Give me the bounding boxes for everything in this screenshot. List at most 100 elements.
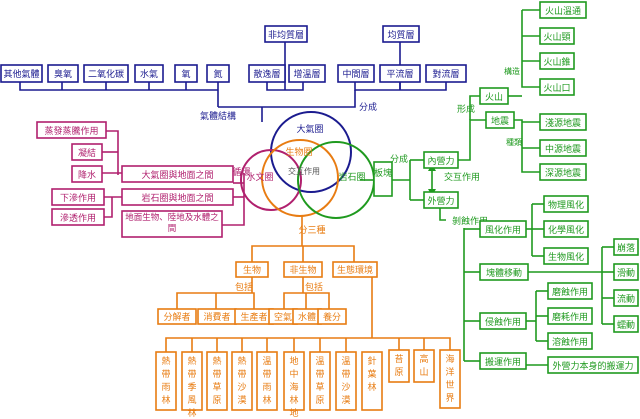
biome-box (361, 351, 383, 411)
connector (106, 130, 119, 175)
atmo-item-4: 氧 (181, 68, 190, 80)
erosion-act-type-box (547, 332, 593, 350)
biosphere-section: 生物 非生物 生態環境 包括 包括 分解者 消費者 生產者 空氣 水體 養分 熱… (155, 216, 461, 419)
divide-label: 分成 (359, 101, 377, 113)
connector (165, 337, 451, 352)
abiotic-water: 水體 (298, 311, 316, 323)
mass-movement-type-0: 崩落 (617, 242, 635, 254)
erosion-act-type-0: 磨蝕作用 (552, 286, 588, 298)
non-uniform-title: 非均質層 (268, 29, 304, 41)
layer-box (288, 64, 326, 83)
hydrosphere-label: 水文圈 (246, 171, 273, 183)
mass-movement-type-3: 蠕動 (617, 320, 635, 331)
earthquake-type-2: 深源地震 (545, 167, 581, 179)
formation-label: 形成 (457, 103, 475, 115)
biome-label: 溫帶草原 (315, 356, 324, 406)
layer-exosphere: 散逸層 (253, 68, 280, 80)
plate-label: 板塊 (374, 167, 392, 179)
mass-movement-box (479, 263, 529, 281)
atmo-item-1: 臭氧 (54, 68, 72, 80)
mass-movement-type-box (613, 289, 639, 307)
erosion-act-label: 侵蝕作用 (485, 316, 521, 328)
biome-label: 海洋世界 (445, 353, 454, 404)
process-precipitation: 降水 (78, 169, 96, 181)
includes-label-2: 包括 (305, 281, 323, 293)
earthquake-types-label: 種類 (506, 137, 522, 147)
atmo-item-box (174, 64, 198, 83)
biosphere-circle (261, 139, 339, 217)
weathering-type-0: 物理風化 (548, 199, 584, 211)
process-infiltration: 下滲作用 (60, 192, 96, 204)
biome-box (413, 349, 435, 383)
biome-box (283, 351, 305, 411)
erosion-act-type-box (547, 307, 593, 325)
interaction-label: 交互作用 (444, 171, 480, 183)
weathering-type-box (543, 220, 589, 238)
transport-box (479, 352, 527, 370)
connector (458, 119, 486, 161)
layer-stratosphere: 平流層 (386, 68, 413, 80)
lithosphere-section: 板塊 分成 內營力 交互作用 外營力 形成 火山 構造 火山溫通 火山頸 火山錐… (360, 1, 639, 374)
layer-mesosphere: 中間層 (342, 68, 369, 80)
erosion-act-type-1: 磨耗作用 (552, 311, 588, 323)
atmo-item-5: 氮 (213, 68, 222, 80)
venn-center-label: 交互作用 (288, 166, 320, 176)
biome-label: 高山 (419, 353, 428, 378)
layer-box (337, 64, 375, 83)
volcano-part-1: 火山頸 (543, 32, 570, 43)
atmosphere-label: 大氣圈 (296, 123, 323, 135)
earthquake-label: 地震 (491, 115, 509, 127)
category-abiotic: 非生物 (289, 264, 316, 276)
biome-box (335, 351, 357, 411)
layer-box (248, 64, 286, 83)
layer-thermosphere: 增溫層 (293, 68, 320, 80)
layer-box (379, 64, 421, 83)
layer-troposphere: 對流層 (432, 68, 459, 80)
atmo-item-box (0, 64, 43, 83)
connector (514, 119, 540, 173)
layer-box (425, 64, 467, 83)
volcano-part-0: 火山溫通 (545, 6, 581, 17)
earthquake-type-0: 淺源地震 (545, 117, 581, 129)
organism-decomposer: 分解者 (163, 311, 190, 323)
earthquake-box (485, 111, 515, 129)
connector (104, 197, 113, 218)
weathering-type-1: 化學風化 (548, 224, 584, 236)
erosion-act-box (479, 312, 527, 330)
abiotic-air: 空氣 (274, 311, 292, 323)
volcano-label: 火山 (485, 92, 503, 103)
biome-box (309, 351, 331, 411)
atmo-item-box (206, 64, 230, 83)
mass-movement-type-box (613, 263, 639, 281)
external-force-box (423, 191, 459, 209)
transport-label: 搬運作用 (485, 356, 521, 368)
process-box (71, 165, 103, 183)
volcano-part-box (539, 27, 575, 45)
biome-box (231, 351, 253, 411)
category-box (332, 261, 378, 278)
volcano-part-box (539, 78, 575, 96)
weathering-type-box (543, 247, 589, 265)
hydrosphere-circle (240, 149, 302, 211)
connector (469, 95, 480, 120)
mass-movement-type-2: 流動 (617, 293, 635, 305)
biome-label: 熱帶草原 (212, 355, 221, 406)
erosion-label: 剝蝕作用 (452, 215, 488, 227)
venn-diagram: 大氣圈 水文圈 生物圈 岩石圈 交互作用 水循環 分三種 (223, 111, 375, 236)
atmosphere-section: 其他氣體 臭氧 二氧化碳 水氣 氧 氮 氣體結構 分成 非均質層 散逸層 增溫層… (0, 25, 467, 122)
interface-box (121, 188, 234, 206)
category-box (283, 261, 323, 278)
biome-box (181, 351, 203, 411)
earthquake-type-box (539, 113, 587, 131)
process-box (51, 188, 105, 206)
connector (19, 82, 218, 91)
three-types-label: 分三種 (298, 225, 325, 236)
lithosphere-label: 岩石圈 (338, 171, 365, 183)
transport-item-box (547, 356, 639, 374)
biome-label: 熱帶沙漠 (237, 355, 246, 406)
volcano-box (479, 87, 509, 105)
organism-consumer: 消費者 (203, 311, 230, 323)
earthquake-type-box (539, 163, 587, 181)
biome-box (388, 349, 410, 383)
